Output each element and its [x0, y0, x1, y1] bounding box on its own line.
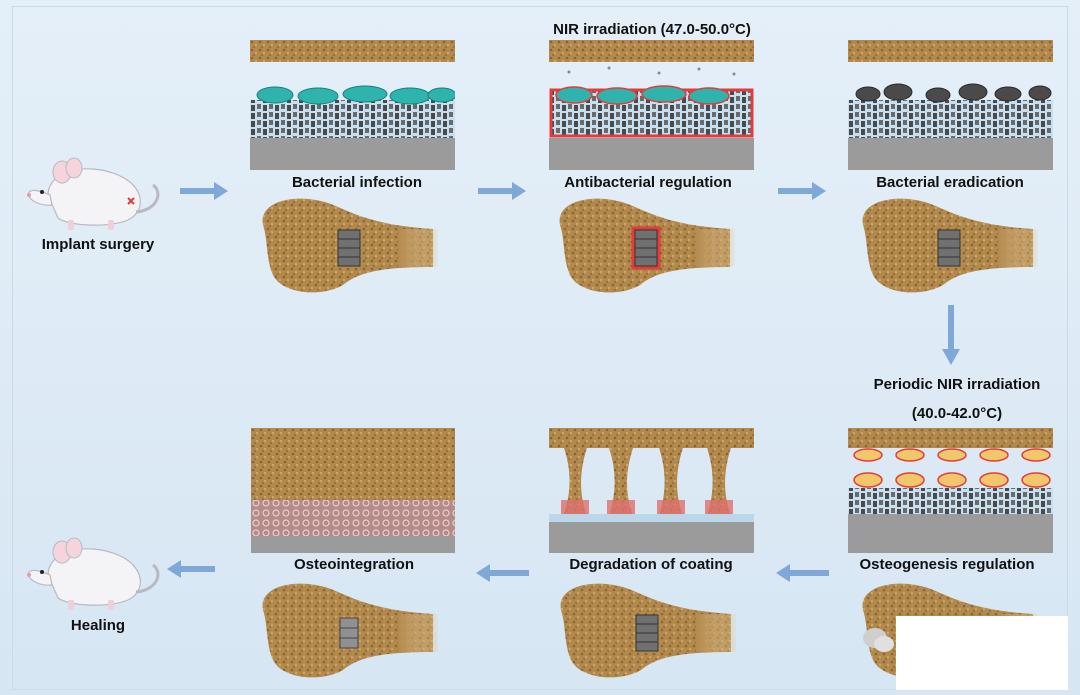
label-periodic-temperature: (40.0-42.0°C) [911, 405, 1003, 422]
label-healing: Healing [70, 617, 126, 634]
bone-icon [555, 195, 735, 295]
label-degradation-of-coating: Degradation of coating [569, 556, 733, 573]
arrow-icon [478, 180, 528, 202]
arrow-icon [165, 558, 215, 580]
label-bacterial-infection: Bacterial infection [291, 174, 423, 191]
label-nir-irradiation: NIR irradiation (47.0-50.0°C) [553, 21, 751, 38]
label-periodic-nir: Periodic NIR irradiation [873, 376, 1041, 393]
arrow-icon [180, 180, 230, 202]
mouse-icon [18, 530, 168, 615]
arrow-icon [474, 562, 529, 584]
arrow-icon [778, 180, 828, 202]
label-bacterial-eradication: Bacterial eradication [876, 174, 1024, 191]
wechat-icon [862, 626, 896, 656]
label-osteogenesis-regulation: Osteogenesis regulation [859, 556, 1035, 573]
watermark-box [896, 616, 1068, 690]
panel-antibacterial-regulation [549, 40, 754, 170]
bone-icon [258, 580, 438, 680]
bone-icon [556, 580, 736, 680]
panel-bacterial-infection [250, 40, 455, 170]
label-osteointegration: Osteointegration [293, 556, 415, 573]
panel-osteogenesis-regulation [848, 428, 1053, 553]
arrow-icon [774, 562, 829, 584]
label-antibacterial-regulation: Antibacterial regulation [564, 174, 732, 191]
panel-degradation-of-coating [549, 428, 754, 553]
arrow-icon [940, 305, 962, 367]
bone-icon [858, 195, 1038, 295]
panel-osteointegration [251, 428, 455, 553]
panel-bacterial-eradication [848, 40, 1053, 170]
mouse-icon [18, 150, 168, 235]
bone-icon [258, 195, 438, 295]
label-implant-surgery: Implant surgery [41, 236, 155, 253]
